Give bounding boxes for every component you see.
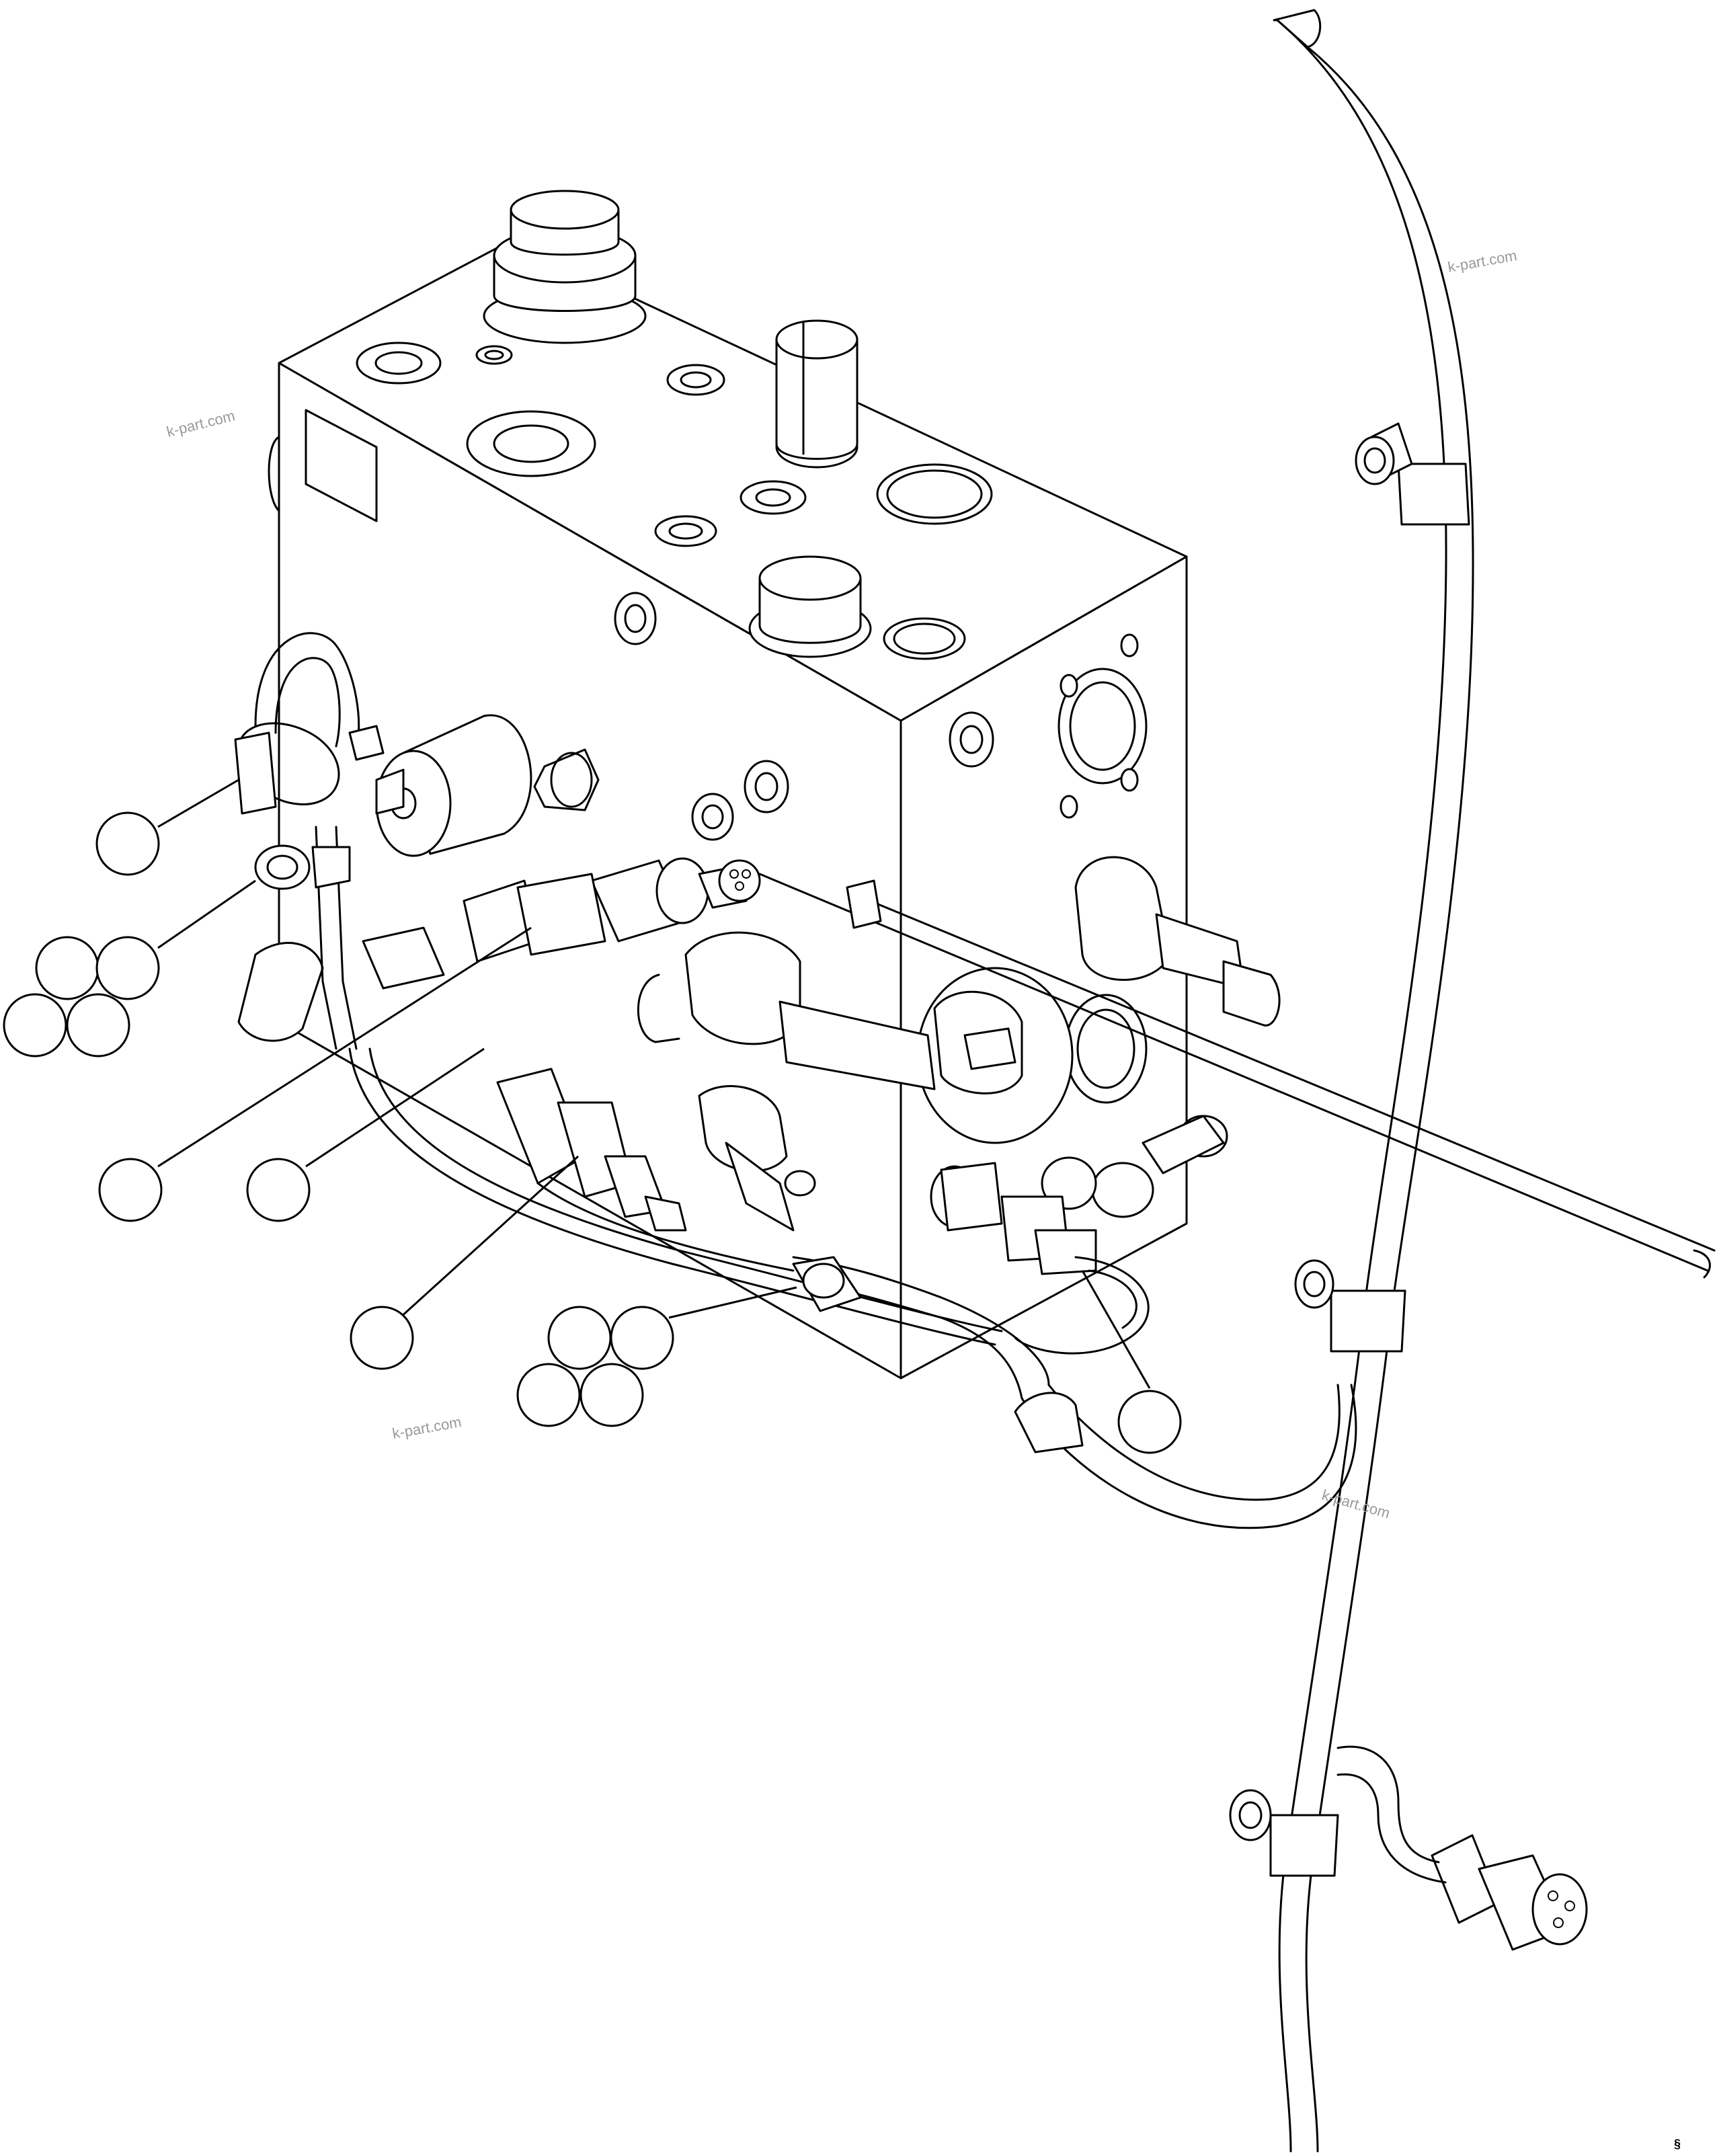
vertical-conduit [1229,9,1474,2153]
callout-balloon-5[interactable] [1117,1390,1182,1454]
pressure-sensor [933,990,1023,1094]
end-connector [1431,1834,1588,1951]
callout-group-2-balloon-b[interactable] [610,1306,674,1370]
sensor-connector-low [496,1068,687,1232]
callout-group-2-balloon-d[interactable] [580,1363,644,1427]
watermark-text: k-part.com [1447,247,1519,276]
hand-lever [237,926,445,1042]
leader-lines [157,778,1151,1389]
callout-group-1-balloon-c[interactable] [3,993,67,1057]
connectors [237,857,1588,1951]
hose-fittings [637,931,1023,1232]
callout-balloon-3[interactable] [246,1158,311,1222]
left-face-ports [375,592,789,857]
corner-mark: § [1674,2137,1681,2151]
callout-balloon-4[interactable] [350,1306,414,1370]
callout-group-1-balloon-b[interactable] [95,936,160,1000]
sensor-connector-top [590,857,761,943]
hex-bolts-right [930,1115,1228,1228]
sensor-connector-right [940,1162,1097,1275]
large-plug-cap [483,190,647,344]
top-face-ports [356,190,993,660]
callout-balloon-2[interactable] [98,1158,163,1222]
sensor-connector-mid [463,873,606,963]
wire-harness [234,632,1716,1529]
watermark-text: k-part.com [391,1413,463,1442]
watermark-text: k-part.com [165,407,237,440]
callout-balloon-1[interactable] [95,811,160,876]
harness-clamp-center [792,1256,862,1312]
callout-group-1-balloon-d[interactable] [66,993,130,1057]
callout-group-2-balloon-a[interactable] [547,1306,612,1370]
callout-group-2-balloon-c[interactable] [516,1363,581,1427]
hex-plug-left [533,748,600,811]
pipe-clamp-lower [1229,1745,1447,1884]
callout-group-1-balloon-a[interactable] [35,936,99,1000]
pipe-clamp-middle [1294,1259,1406,1353]
callout-balloons [3,811,1182,1454]
solenoid-coil [375,714,532,857]
pressure-switch-right [1074,856,1281,1027]
hex-cartridge [775,319,858,469]
pipe-clamp-upper [1355,422,1470,526]
plug-cap [748,555,872,658]
watermark-text: k-part.com [1320,1486,1392,1522]
